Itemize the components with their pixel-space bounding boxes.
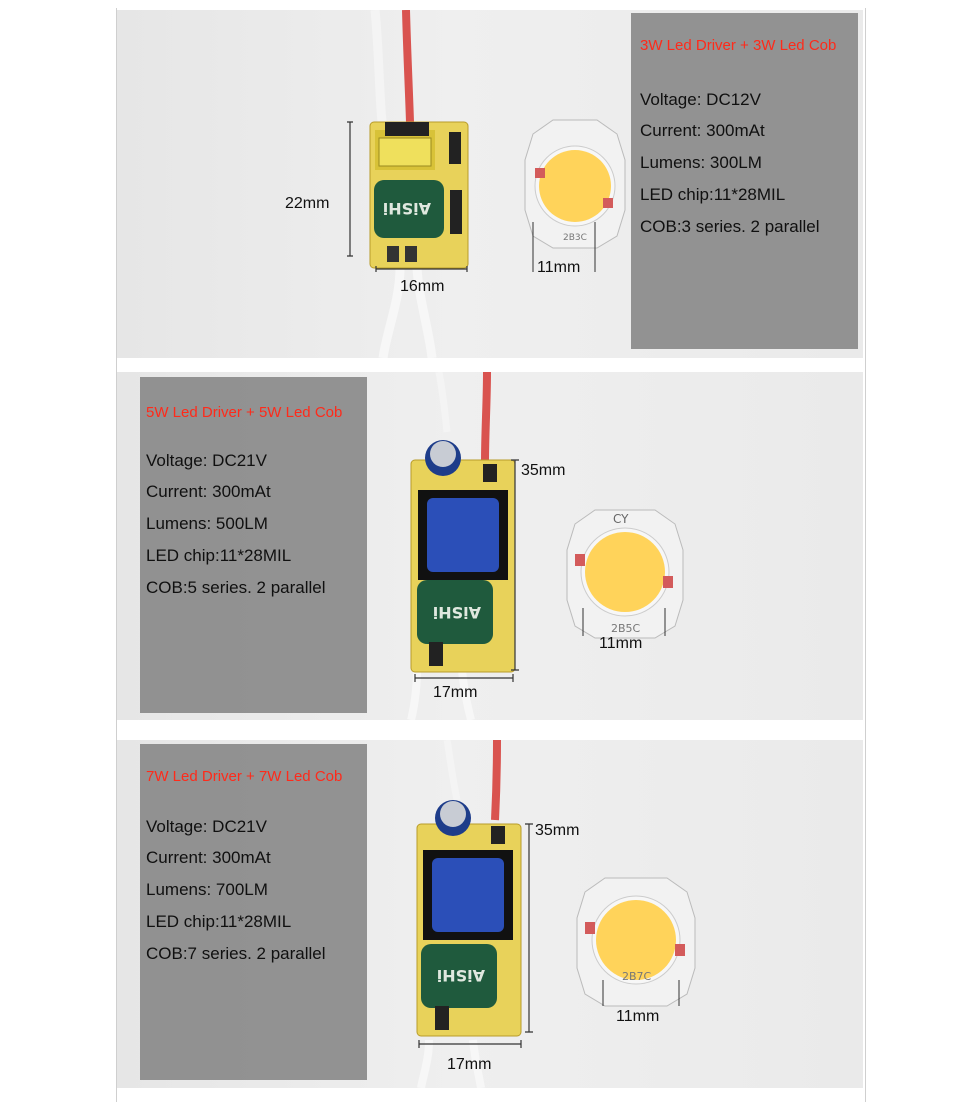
driver-width-label: 17mm — [447, 1056, 492, 1073]
panel-7w-illustration: AiSHi 2B7C — [416, 740, 696, 1088]
cob-top-label: CY — [613, 512, 629, 526]
cob-label: 2B7C — [622, 970, 652, 983]
driver-height-label: 35mm — [535, 822, 580, 839]
spec-cob: COB:7 series. 2 parallel — [146, 944, 326, 963]
spec-lumens: Lumens: 500LM — [146, 514, 268, 533]
panel-5w-illustration: AiSHi CY 2B5C — [407, 372, 684, 720]
cob-width-label: 11mm — [537, 259, 581, 276]
spec-cob: COB:5 series. 2 parallel — [146, 578, 326, 597]
spec-lumens: Lumens: 300LM — [640, 153, 762, 172]
spec-current: Current: 300mAt — [640, 121, 765, 140]
spec-card: 3W Led Driver + 3W Led Cob Voltage: DC12… — [631, 13, 858, 349]
driver-width-label: 16mm — [400, 278, 445, 295]
card-title: 3W Led Driver + 3W Led Cob — [640, 37, 837, 54]
spec-card: 7W Led Driver + 7W Led Cob Voltage: DC21… — [140, 744, 367, 1080]
cob-label: 2B3C — [563, 233, 587, 243]
card-title: 5W Led Driver + 5W Led Cob — [146, 404, 343, 421]
spec-voltage: Voltage: DC12V — [640, 90, 761, 109]
cob-width-label: 11mm — [616, 1008, 660, 1025]
spec-cob: COB:3 series. 2 parallel — [640, 217, 820, 236]
panel-7w: AiSHi 2B7C 35mm 17mm 11mm 7W Led Driver … — [117, 740, 863, 1088]
cob-width-label: 11mm — [599, 635, 643, 652]
spec-voltage: Voltage: DC21V — [146, 817, 267, 836]
spec-card: 5W Led Driver + 5W Led Cob Voltage: DC21… — [140, 377, 367, 713]
driver-width-label: 17mm — [433, 684, 478, 701]
spec-current: Current: 300mAt — [146, 848, 271, 867]
spec-led-chip: LED chip:11*28MIL — [146, 546, 292, 565]
panel-5w: AiSHi CY 2B5C 35mm 17mm 11mm 5W Led Driv… — [117, 372, 863, 720]
spec-led-chip: LED chip:11*28MIL — [146, 912, 292, 931]
panel-3w: AiSHi 2B3C 22mm 16mm 11mm 3W Led Driver … — [117, 10, 863, 358]
driver-height-label: 22mm — [285, 195, 330, 212]
capacitor-text: AiSHi — [433, 603, 481, 622]
cob-label: 2B5C — [611, 622, 641, 635]
capacitor-text: AiSHi — [383, 199, 431, 218]
driver-height-label: 35mm — [521, 462, 566, 479]
capacitor-text: AiSHi — [437, 966, 485, 985]
spec-voltage: Voltage: DC21V — [146, 451, 267, 470]
spec-current: Current: 300mAt — [146, 482, 271, 501]
card-title: 7W Led Driver + 7W Led Cob — [146, 768, 343, 785]
spec-led-chip: LED chip:11*28MIL — [640, 185, 786, 204]
panel-3w-illustration: AiSHi 2B3C — [347, 10, 626, 358]
page-frame — [116, 8, 866, 1102]
spec-lumens: Lumens: 700LM — [146, 880, 268, 899]
